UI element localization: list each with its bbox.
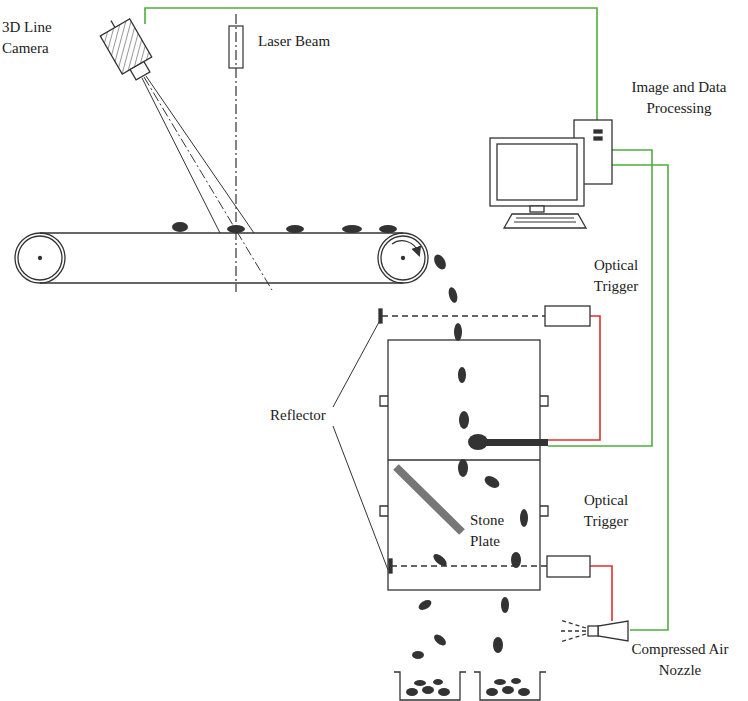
part-label: Compressed Air Nozzle [630,639,730,681]
part-label: Stone Plate [470,510,518,552]
trigger-wire [548,316,600,440]
wires [145,8,668,630]
laser-source [229,14,243,292]
optical-triggers [379,306,590,577]
stone-plate [396,467,462,532]
part-label: Optical Trigger [575,490,637,532]
microphone [468,434,548,450]
part-label: Optical Trigger [585,255,647,297]
trigger-wire [590,566,612,621]
part-label: 3D Line Camera [2,17,60,59]
part-label: Image and Data Processing [620,77,738,119]
collection-bins [394,672,546,700]
camera-view [142,76,272,290]
conveyor-belt [15,233,428,283]
air-nozzle [558,620,628,642]
reflector-leaders [333,322,388,570]
computer [490,120,612,228]
part-label: Laser Beam [258,31,353,52]
part-label: Reflector [270,405,332,426]
sorting-chamber [380,340,548,590]
nozzle-wire [612,165,668,630]
camera-wire [145,8,597,120]
stones [172,222,530,696]
line-camera [96,12,157,84]
